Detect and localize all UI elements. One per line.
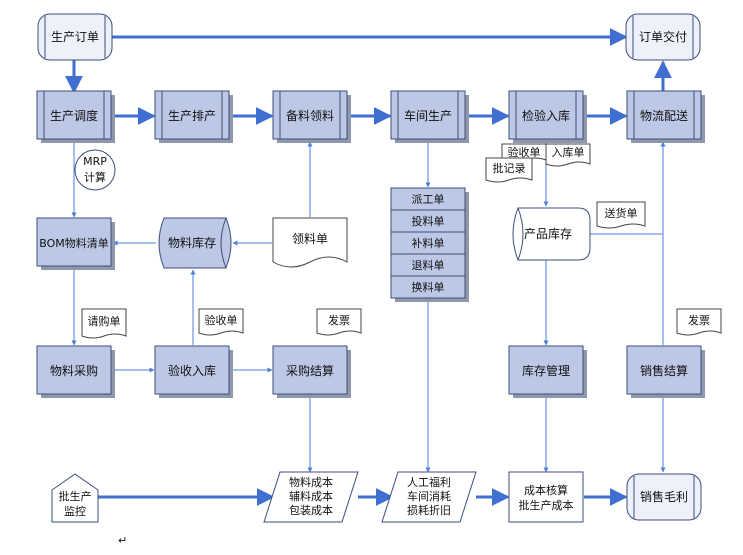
workshop-production-label: 车间生产 [404, 108, 452, 123]
batch-record-label: 批记录 [493, 161, 526, 175]
labor-cost-line: 车间消耗 [407, 489, 451, 503]
work-order-item: 投料单 [412, 214, 445, 228]
doc-purchase-request: 请购单 [81, 308, 127, 339]
terminator-sales-margin: 销售毛利 [626, 473, 702, 521]
material-cost-line: 包装成本 [289, 503, 333, 517]
process-logistics-delivery: 物流配送 [626, 90, 705, 143]
production-schedule-label: 生产调度 [50, 108, 98, 123]
storage-product-stock: 产品库存 [512, 207, 591, 261]
doc-invoice-sales: 发票 [676, 308, 722, 336]
mrp-label-2: 计算 [84, 170, 106, 184]
doc-invoice-purchase: 发票 [316, 308, 362, 336]
invoice-sales-label: 发票 [688, 313, 710, 327]
work-order-item: 换料单 [412, 280, 445, 294]
work-order-item: 派工单 [412, 193, 445, 206]
process-production-schedule: 生产调度 [36, 90, 115, 143]
offpage-batch-monitor: 批生产 监控 [51, 473, 99, 523]
process-production-plan: 生产排产 [154, 90, 233, 143]
doc-pick-list: 领料单 [272, 217, 348, 268]
invoice-purchase-label: 发票 [328, 313, 350, 327]
labor-cost-line: 损耗折旧 [407, 503, 451, 517]
pick-list-label: 领料单 [292, 232, 328, 246]
product-stock-label: 产品库存 [524, 226, 572, 241]
production-order-label: 生产订单 [51, 30, 99, 44]
inventory-mgmt-label: 库存管理 [522, 363, 570, 378]
doc-acceptance: 验收单 [198, 308, 244, 336]
production-plan-label: 生产排产 [168, 109, 216, 123]
process-inventory-mgmt: 库存管理 [508, 345, 587, 398]
process-workshop-production: 车间生产 [390, 90, 469, 143]
doc-batch-record: 批记录 [485, 157, 533, 183]
delivery-slip-label: 送货单 [605, 206, 638, 220]
process-material-prep: 备料领料 [272, 90, 351, 143]
mrp-label-1: MRP [83, 155, 107, 168]
material-purchase-label: 物料采购 [50, 363, 98, 378]
process-bom: BOM物料清单 [36, 217, 115, 270]
material-cost-line: 辅料成本 [289, 489, 333, 503]
acceptance-doc-label: 验收单 [205, 313, 238, 327]
process-sales-settlement: 销售结算 [626, 345, 705, 398]
cost-accounting-line: 批生产成本 [519, 498, 574, 512]
logistics-delivery-label: 物流配送 [640, 108, 688, 123]
work-order-item: 补料单 [412, 236, 445, 250]
process-inspect-storage: 检验入库 [508, 90, 587, 143]
doc-delivery-slip: 送货单 [596, 201, 646, 229]
bom-label: BOM物料清单 [39, 236, 109, 250]
work-order-item: 退料单 [412, 258, 445, 272]
process-purchase-settlement: 采购结算 [272, 345, 351, 398]
batch-monitor-label-1: 批生产 [59, 489, 92, 503]
terminator-production-order: 生产订单 [37, 13, 113, 61]
sales-margin-label: 销售毛利 [640, 489, 688, 504]
cost-accounting-line: 成本核算 [524, 483, 568, 497]
storage-material-stock: 物料库存 [158, 217, 232, 269]
material-prep-label: 备料领料 [286, 109, 334, 123]
sales-settlement-label: 销售结算 [640, 363, 688, 378]
acceptance-storage-label: 验收入库 [168, 363, 216, 378]
trailing-mark: ↵ [118, 534, 127, 547]
terminator-order-delivery: 订单交付 [625, 13, 701, 61]
batch-monitor-label-2: 监控 [64, 504, 86, 518]
doc-storage-slip: 入库单 [545, 143, 591, 167]
material-stock-label: 物料库存 [168, 235, 216, 250]
labor-cost-line: 人工福利 [407, 475, 451, 489]
purchase-settlement-label: 采购结算 [286, 363, 334, 378]
inspect-storage-label: 检验入库 [522, 108, 570, 123]
process-acceptance-storage: 验收入库 [154, 345, 233, 398]
mrp-connector: MRP 计算 [74, 149, 116, 191]
acceptance-slip-label: 验收单 [508, 145, 541, 159]
storage-slip-label: 入库单 [552, 146, 585, 159]
connectors [65, 28, 672, 506]
order-delivery-label: 订单交付 [639, 29, 687, 44]
process-material-purchase: 物料采购 [36, 345, 115, 398]
material-cost-line: 物料成本 [289, 475, 333, 489]
purchase-request-label: 请购单 [88, 314, 121, 328]
